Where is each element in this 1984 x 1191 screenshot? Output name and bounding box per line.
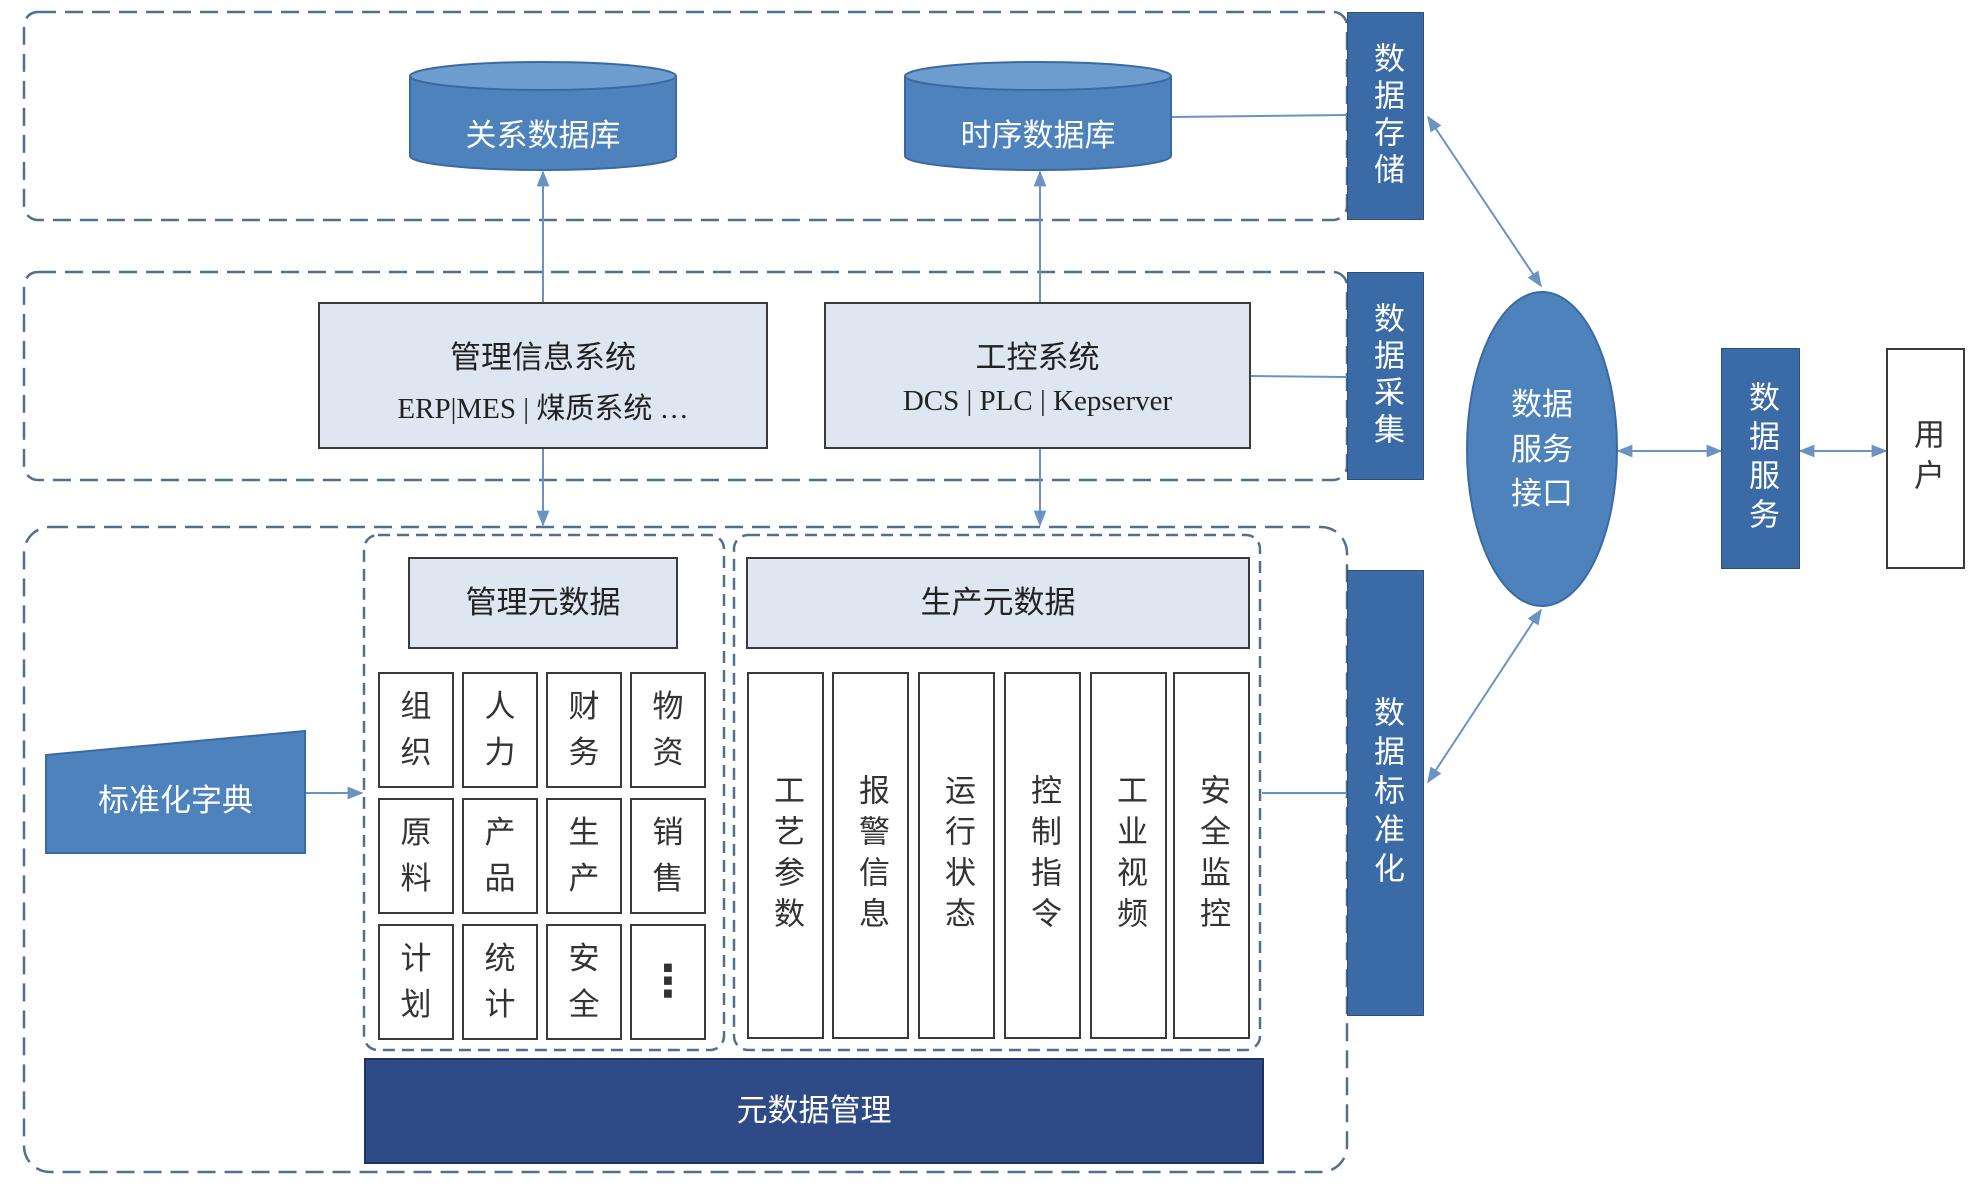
layer-label-storage: 数据存储 xyxy=(1347,12,1424,220)
management-metadata-item: 人力 xyxy=(462,672,538,788)
management-metadata-item: 物资 xyxy=(630,672,706,788)
management-metadata-item: 销售 xyxy=(630,798,706,914)
service-interface-text: 数据服务接口 xyxy=(1511,386,1573,513)
management-metadata-item: 财务 xyxy=(546,672,622,788)
management-system-title: 管理信息系统 xyxy=(450,340,636,376)
dictionary-label: 标准化字典 xyxy=(98,783,253,819)
layer-label-storage-text: 数据存储 xyxy=(1367,42,1404,190)
management-metadata-item: ⋮ xyxy=(630,924,706,1040)
relational-database-label: 关系数据库 xyxy=(465,118,621,154)
production-metadata-header: 生产元数据 xyxy=(746,557,1250,649)
layer-label-standardization: 数据标准化 xyxy=(1347,570,1424,1016)
production-metadata-item: 工业视频 xyxy=(1090,672,1167,1039)
management-metadata-item: 安全 xyxy=(546,924,622,1040)
production-metadata-item: 控制指令 xyxy=(1004,672,1081,1039)
management-metadata-header: 管理元数据 xyxy=(408,557,678,649)
production-metadata-item: 安全监控 xyxy=(1173,672,1250,1039)
management-metadata-item: 统计 xyxy=(462,924,538,1040)
management-metadata-item-text: 统计 xyxy=(484,940,516,1024)
metadata-management-bar: 元数据管理 xyxy=(364,1058,1264,1164)
relational-database: 关系数据库 xyxy=(408,60,678,172)
management-metadata-item-text: ⋮ xyxy=(646,955,690,1007)
management-metadata-item: 计划 xyxy=(378,924,454,1040)
management-info-system: 管理信息系统 ERP|MES | 煤质系统 … xyxy=(318,302,768,449)
production-metadata-item-text: 报警信息 xyxy=(852,773,889,938)
control-system-subtitle: DCS | PLC | Kepserver xyxy=(902,385,1173,417)
management-metadata-item-text: 人力 xyxy=(484,688,516,772)
management-metadata-item-text: 生产 xyxy=(568,814,600,898)
industrial-control-system: 工控系统 DCS | PLC | Kepserver xyxy=(824,302,1251,449)
arrow-standardization-service xyxy=(1427,608,1542,784)
service-interface-ellipse xyxy=(1466,291,1618,607)
production-metadata-item: 工艺参数 xyxy=(747,672,824,1039)
production-metadata-item: 报警信息 xyxy=(832,672,909,1039)
timeseries-database: 时序数据库 xyxy=(903,60,1173,172)
management-metadata-item-text: 原料 xyxy=(400,814,432,898)
layer-label-standardization-text: 数据标准化 xyxy=(1367,695,1404,891)
management-metadata-item-text: 组织 xyxy=(400,688,432,772)
management-metadata-item: 产品 xyxy=(462,798,538,914)
management-metadata-item-text: 销售 xyxy=(652,814,684,898)
arrow-storage-service xyxy=(1427,115,1542,288)
production-metadata-item-text: 工业视频 xyxy=(1110,773,1147,938)
management-metadata-item-text: 安全 xyxy=(568,940,600,1024)
layer-label-collection-text: 数据采集 xyxy=(1367,302,1404,450)
production-metadata-item-text: 安全监控 xyxy=(1193,773,1230,938)
data-service-box: 数据服务 xyxy=(1721,348,1800,569)
production-metadata-item-text: 工艺参数 xyxy=(767,773,804,938)
production-metadata-item-text: 运行状态 xyxy=(938,773,975,938)
service-interface-label: 数据服务接口 xyxy=(1500,380,1584,520)
production-metadata-item: 运行状态 xyxy=(918,672,995,1039)
management-system-subtitle: ERP|MES | 煤质系统 … xyxy=(397,393,689,425)
management-metadata-item-text: 财务 xyxy=(568,688,600,772)
database-cylinder-icon xyxy=(409,61,677,171)
production-metadata-frame xyxy=(732,533,1262,1052)
management-metadata-item: 原料 xyxy=(378,798,454,914)
dictionary-shape xyxy=(45,729,306,854)
management-metadata-item-text: 物资 xyxy=(652,688,684,772)
management-metadata-frame xyxy=(362,533,726,1052)
data-service-text: 数据服务 xyxy=(1742,380,1779,537)
production-metadata-item-text: 控制指令 xyxy=(1024,773,1061,938)
management-metadata-item: 组织 xyxy=(378,672,454,788)
management-metadata-item: 生产 xyxy=(546,798,622,914)
control-system-title: 工控系统 xyxy=(975,340,1100,376)
user-box: 用户 xyxy=(1886,348,1965,569)
database-cylinder-icon xyxy=(904,61,1172,171)
layer-label-collection: 数据采集 xyxy=(1347,272,1424,480)
management-metadata-item-text: 计划 xyxy=(400,940,432,1024)
management-metadata-item-text: 产品 xyxy=(484,814,516,898)
timeseries-database-label: 时序数据库 xyxy=(960,118,1116,154)
user-text: 用户 xyxy=(1907,417,1944,500)
